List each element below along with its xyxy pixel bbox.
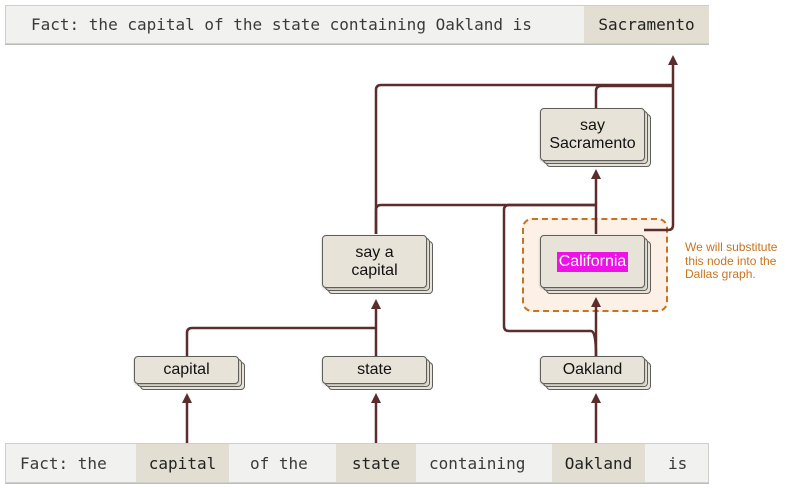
edge-capital-to-say-a-capital [185, 326, 376, 356]
node-california[interactable]: California [540, 235, 651, 294]
token-of-the: of the [250, 453, 308, 473]
token-containing: containing [429, 453, 526, 473]
output-prompt-text: Fact: the capital of the state containin… [31, 15, 532, 34]
node-state-label: state [357, 361, 392, 378]
node-oakland-label: Oakland [562, 361, 623, 378]
edge-say-a-capital-to-output [374, 83, 673, 234]
edge-california-to-output [644, 55, 678, 232]
node-state[interactable]: state [322, 356, 433, 390]
node-say-sacramento-label: say Sacramento [549, 116, 636, 152]
node-say-sacramento[interactable]: say Sacramento [540, 108, 651, 167]
node-california-label: California [556, 251, 629, 272]
token-state: state [336, 444, 416, 482]
output-answer-token: Sacramento [584, 6, 709, 43]
node-capital-label: capital [163, 361, 210, 378]
input-prompt-bar: Fact: the capital of the state containin… [5, 443, 709, 483]
token-oakland: Oakland [552, 444, 645, 482]
edge-say-a-capital-to-say-sacramento [374, 203, 596, 234]
token-is: is [668, 453, 688, 473]
node-say-a-capital-label: say a capital [351, 243, 398, 279]
output-prompt-bar: Fact: the capital of the state containin… [5, 5, 709, 44]
substitution-annotation: We will substitute this node into the Da… [685, 240, 778, 281]
node-capital[interactable]: capital [134, 356, 245, 390]
token-fact-the: Fact: the [20, 453, 107, 473]
edge-say-sacramento-to-output [594, 84, 673, 108]
token-capital: capital [136, 444, 229, 482]
node-say-a-capital[interactable]: say a capital [322, 235, 433, 294]
node-oakland[interactable]: Oakland [540, 356, 651, 390]
